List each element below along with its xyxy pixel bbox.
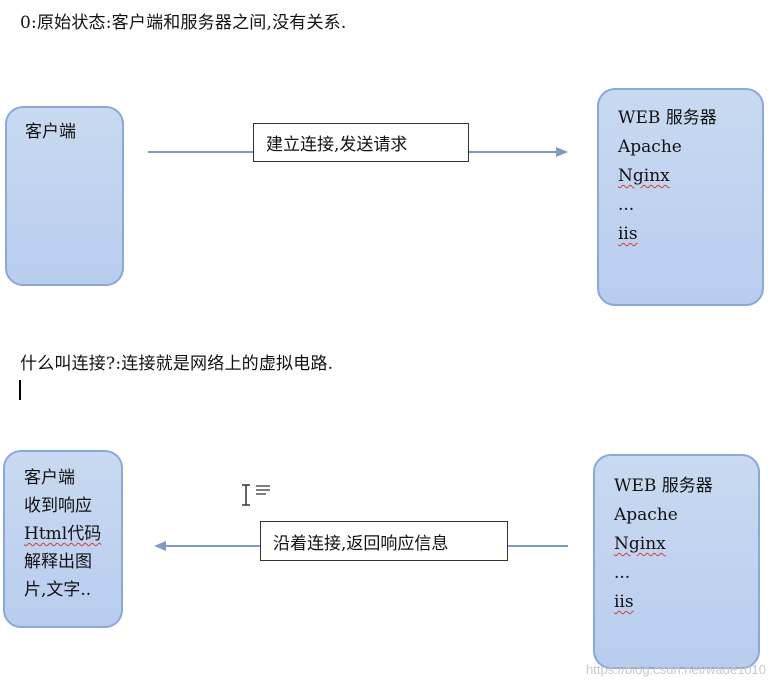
client-box-2-line: Html代码 <box>24 524 102 544</box>
response-label: 沿着连接,返回响应信息 <box>260 521 508 561</box>
mid-heading: 什么叫连接?:连接就是网络上的虚拟电路. <box>20 354 334 374</box>
client-box-2-line: 收到响应 <box>24 496 92 516</box>
client-box-1: 客户端 <box>5 106 124 286</box>
client-box-1-line: 客户端 <box>25 122 76 142</box>
server-box-1-item: Nginx <box>618 166 670 186</box>
server-box-2-item: ... <box>614 563 631 583</box>
client-box-2-line: 客户端 <box>24 468 75 488</box>
response-label-text: 沿着连接,返回响应信息 <box>273 533 449 554</box>
server-box-2-item: Nginx <box>614 534 666 554</box>
server-box-1-title: WEB 服务器 <box>618 108 717 128</box>
request-label-text: 建立连接,发送请求 <box>266 135 408 155</box>
server-box-2: WEB 服务器 Apache Nginx ... iis <box>593 454 760 669</box>
server-box-1-item: ... <box>618 195 635 215</box>
server-box-2-item: iis <box>614 592 634 612</box>
server-box-2-item: Apache <box>614 505 678 525</box>
client-box-2: 客户端 收到响应 Html代码 解释出图 片,文字.. <box>3 450 123 628</box>
watermark: https://blog.csdn.net/wade1010 <box>586 662 766 677</box>
text-cursor <box>19 380 21 400</box>
server-box-1: WEB 服务器 Apache Nginx ... iis <box>597 88 764 306</box>
client-box-2-line: 解释出图 <box>24 552 92 572</box>
client-box-2-line: 片,文字.. <box>24 580 92 600</box>
ibeam-cursor-icon <box>242 484 270 506</box>
request-label: 建立连接,发送请求 <box>253 123 469 162</box>
server-box-1-item: Apache <box>618 137 682 157</box>
server-box-1-item: iis <box>618 224 638 244</box>
top-heading: 0:原始状态:客户端和服务器之间,没有关系. <box>20 13 347 33</box>
server-box-2-title: WEB 服务器 <box>614 476 713 496</box>
